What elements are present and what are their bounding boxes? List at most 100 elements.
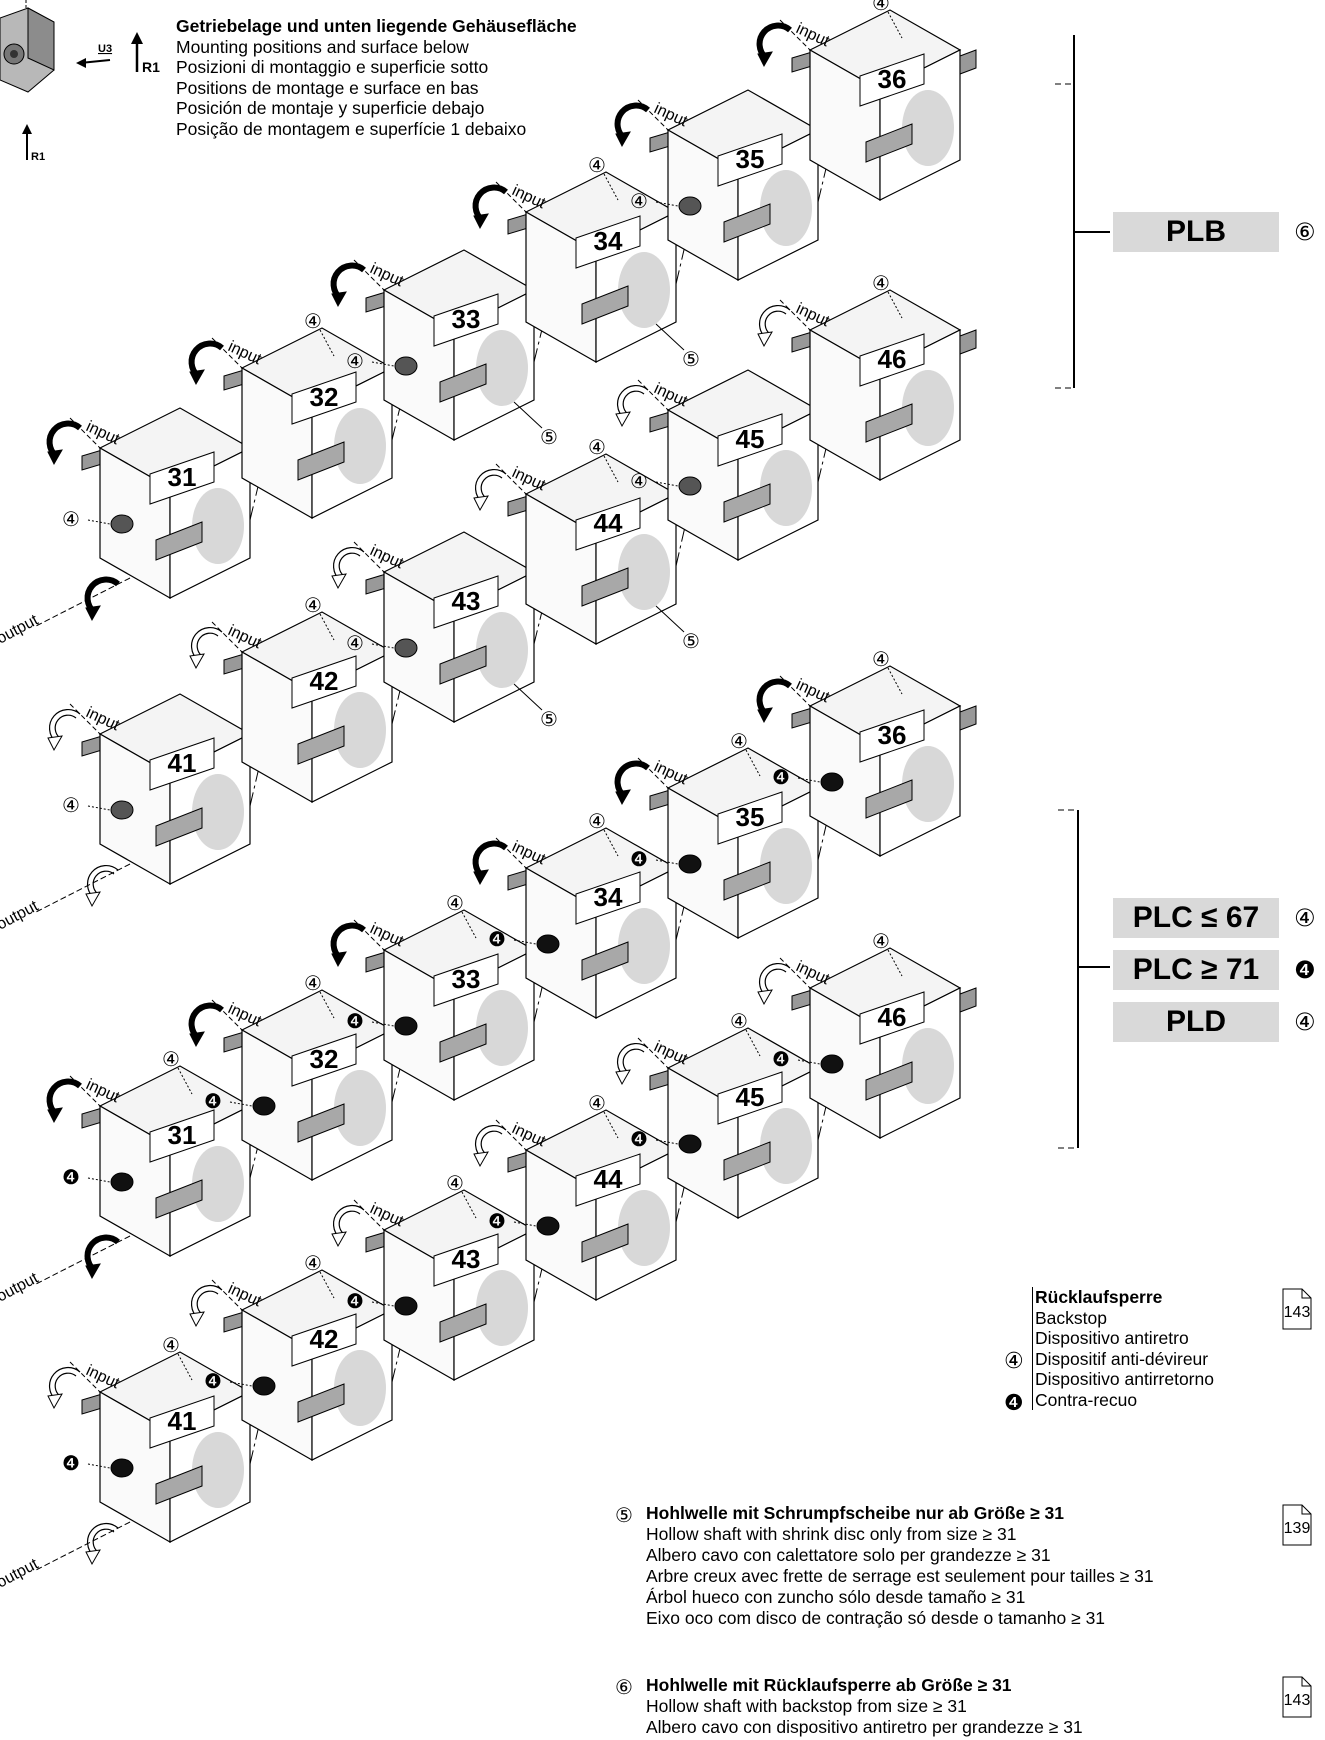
rotation-arrow-inner	[196, 1290, 219, 1315]
rotation-arrow-head	[473, 869, 489, 886]
hollow-shaft-shade	[334, 408, 386, 484]
pld-label: PLD	[1113, 1002, 1279, 1042]
size-plate	[717, 1071, 783, 1125]
input-axis	[353, 541, 385, 573]
note6-page-ref[interactable]: 143	[1282, 1676, 1312, 1718]
rotation-arrow-head	[85, 605, 101, 622]
marker-leader	[745, 1029, 761, 1057]
top-backstop-marker: ④	[588, 153, 606, 177]
rotation-arrow	[190, 626, 223, 661]
top-backstop-marker: ④	[872, 271, 890, 295]
input-shaft	[223, 369, 245, 391]
marker-leader	[461, 1191, 477, 1219]
hollow-shaft-shade	[760, 450, 812, 526]
marker-leader	[887, 667, 903, 695]
input-shaft	[507, 869, 529, 891]
output-shaft	[581, 1223, 629, 1263]
hollow-shaft-marker: ⑤	[682, 347, 700, 371]
side-backstop-marker: ❹	[488, 927, 506, 951]
input-axis	[69, 417, 101, 449]
input-axis	[779, 299, 811, 331]
rotation-arrow	[616, 384, 649, 419]
input-shaft	[81, 449, 103, 471]
hollow-shaft-marker: ⑤	[540, 425, 558, 449]
side-backstop-marker: ❹	[346, 1289, 364, 1313]
input-label: input	[367, 1200, 406, 1230]
rotation-arrow-head	[331, 1231, 347, 1248]
rotation-arrow-head	[331, 291, 347, 308]
hollow-shaft-shade	[618, 534, 670, 610]
rotation-arrow	[48, 1366, 81, 1401]
size-plate	[859, 709, 925, 763]
output-shaft	[155, 807, 203, 847]
rotation-arrow-head	[473, 1151, 489, 1168]
top-backstop-marker: ④	[304, 971, 322, 995]
top-backstop-marker: ④	[304, 1251, 322, 1275]
side-backstop	[678, 196, 702, 216]
right-shaft-stub	[959, 705, 977, 731]
size-number: 42	[310, 666, 339, 696]
input-label: input	[367, 920, 406, 950]
input-label: input	[225, 1280, 264, 1310]
input-axis	[353, 1199, 385, 1231]
rotation-arrow	[330, 262, 366, 301]
plb-marker: ⑥	[1294, 218, 1316, 246]
input-label: input	[509, 464, 548, 494]
hollow-shaft-shade	[476, 990, 528, 1066]
input-shaft	[365, 291, 387, 313]
output-shaft	[155, 1465, 203, 1505]
header-line-en: Mounting positions and surface below	[176, 36, 469, 57]
rotation-arrow-inner	[54, 1372, 77, 1397]
size-plate	[433, 953, 499, 1007]
output-shaft	[297, 725, 345, 765]
output-label: output	[0, 1555, 42, 1591]
size-number: 46	[878, 1002, 907, 1032]
right-shaft-stub	[959, 329, 977, 355]
rotation-arrow	[472, 184, 508, 223]
note5-line-es: Árbol hueco con zuncho sólo desde tamaño…	[646, 1587, 1026, 1607]
side-backstop	[820, 1054, 844, 1074]
side-backstop-marker: ④	[630, 189, 648, 213]
rotation-arrow-head	[331, 951, 347, 968]
note6-marker: ⑥	[615, 1675, 633, 1699]
marker-leader	[513, 683, 543, 711]
input-label: input	[83, 418, 122, 448]
top-backstop-marker: ④	[730, 729, 748, 753]
marker-leader	[603, 173, 619, 201]
marker-leader	[319, 613, 335, 641]
note5-page-ref[interactable]: 139	[1282, 1504, 1312, 1546]
input-label: input	[509, 1120, 548, 1150]
rotation-arrow-inner	[92, 1528, 115, 1553]
input-label: input	[509, 182, 548, 212]
size-plate	[149, 1395, 215, 1449]
side-backstop	[110, 514, 134, 534]
input-shaft	[223, 1311, 245, 1333]
output-shaft	[439, 1303, 487, 1343]
header-text: Getriebelage und unten liegende Gehäusef…	[176, 16, 577, 139]
input-axis	[69, 703, 101, 735]
legend-page-number: 143	[1283, 1304, 1311, 1321]
size-number: 44	[594, 1164, 623, 1194]
hollow-shaft-shade	[334, 1070, 386, 1146]
output-shaft	[865, 123, 913, 163]
rotation-arrow-inner	[764, 310, 787, 335]
input-shaft	[365, 573, 387, 595]
header-line-fr: Positions de montage e surface en bas	[176, 77, 479, 98]
input-label: input	[651, 1038, 690, 1068]
note5-marker: ⑤	[615, 1503, 633, 1527]
input-label: input	[793, 300, 832, 330]
marker-leader	[177, 1067, 193, 1095]
output-shaft	[581, 941, 629, 981]
input-label: input	[83, 1076, 122, 1106]
output-shaft	[581, 285, 629, 325]
side-backstop	[110, 1172, 134, 1192]
rotation-arrow-head	[47, 1393, 63, 1410]
rotation-arrow	[84, 1234, 120, 1273]
legend-page-ref[interactable]: 143	[1282, 1288, 1312, 1330]
